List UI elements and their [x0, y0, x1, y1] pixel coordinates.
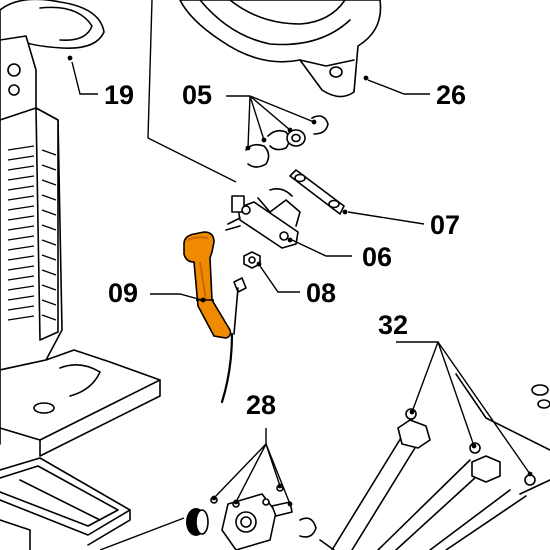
leader-lines	[67, 0, 533, 550]
electrode-assembly-06	[225, 188, 301, 249]
callout-labels: 19 05 26 07 06 09 08 32 28	[104, 80, 466, 420]
burner-tubes-32	[331, 373, 550, 550]
callout-32: 32	[378, 310, 408, 340]
left-tower-assembly	[0, 0, 161, 550]
cable-boot-highlight	[183, 231, 232, 339]
callout-28: 28	[246, 390, 276, 420]
mounting-parts-28	[186, 484, 335, 550]
callout-07: 07	[430, 210, 460, 240]
callout-09: 09	[108, 278, 138, 308]
callout-26: 26	[436, 80, 466, 110]
bracket-plate-07	[289, 169, 345, 215]
callout-06: 06	[362, 242, 392, 272]
callout-05: 05	[182, 80, 212, 110]
nut-08	[233, 251, 261, 293]
top-housing-assembly	[179, 0, 382, 98]
callout-19: 19	[104, 80, 134, 110]
clip-rings-05	[245, 115, 329, 168]
ignition-cable-09	[183, 231, 239, 404]
callout-08: 08	[306, 278, 336, 308]
